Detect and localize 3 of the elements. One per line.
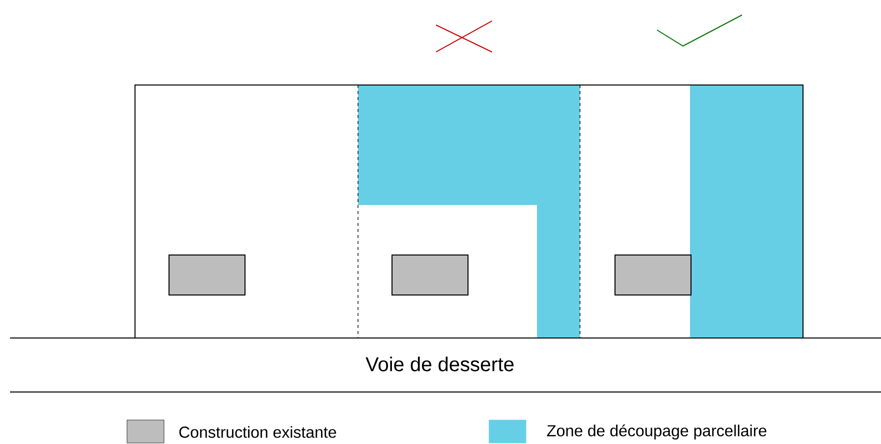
road-label: Voie de desserte [366,356,514,372]
legend-label: Zone de découpage parcellaire [547,424,766,440]
legend-label: Construction existante [179,426,336,438]
